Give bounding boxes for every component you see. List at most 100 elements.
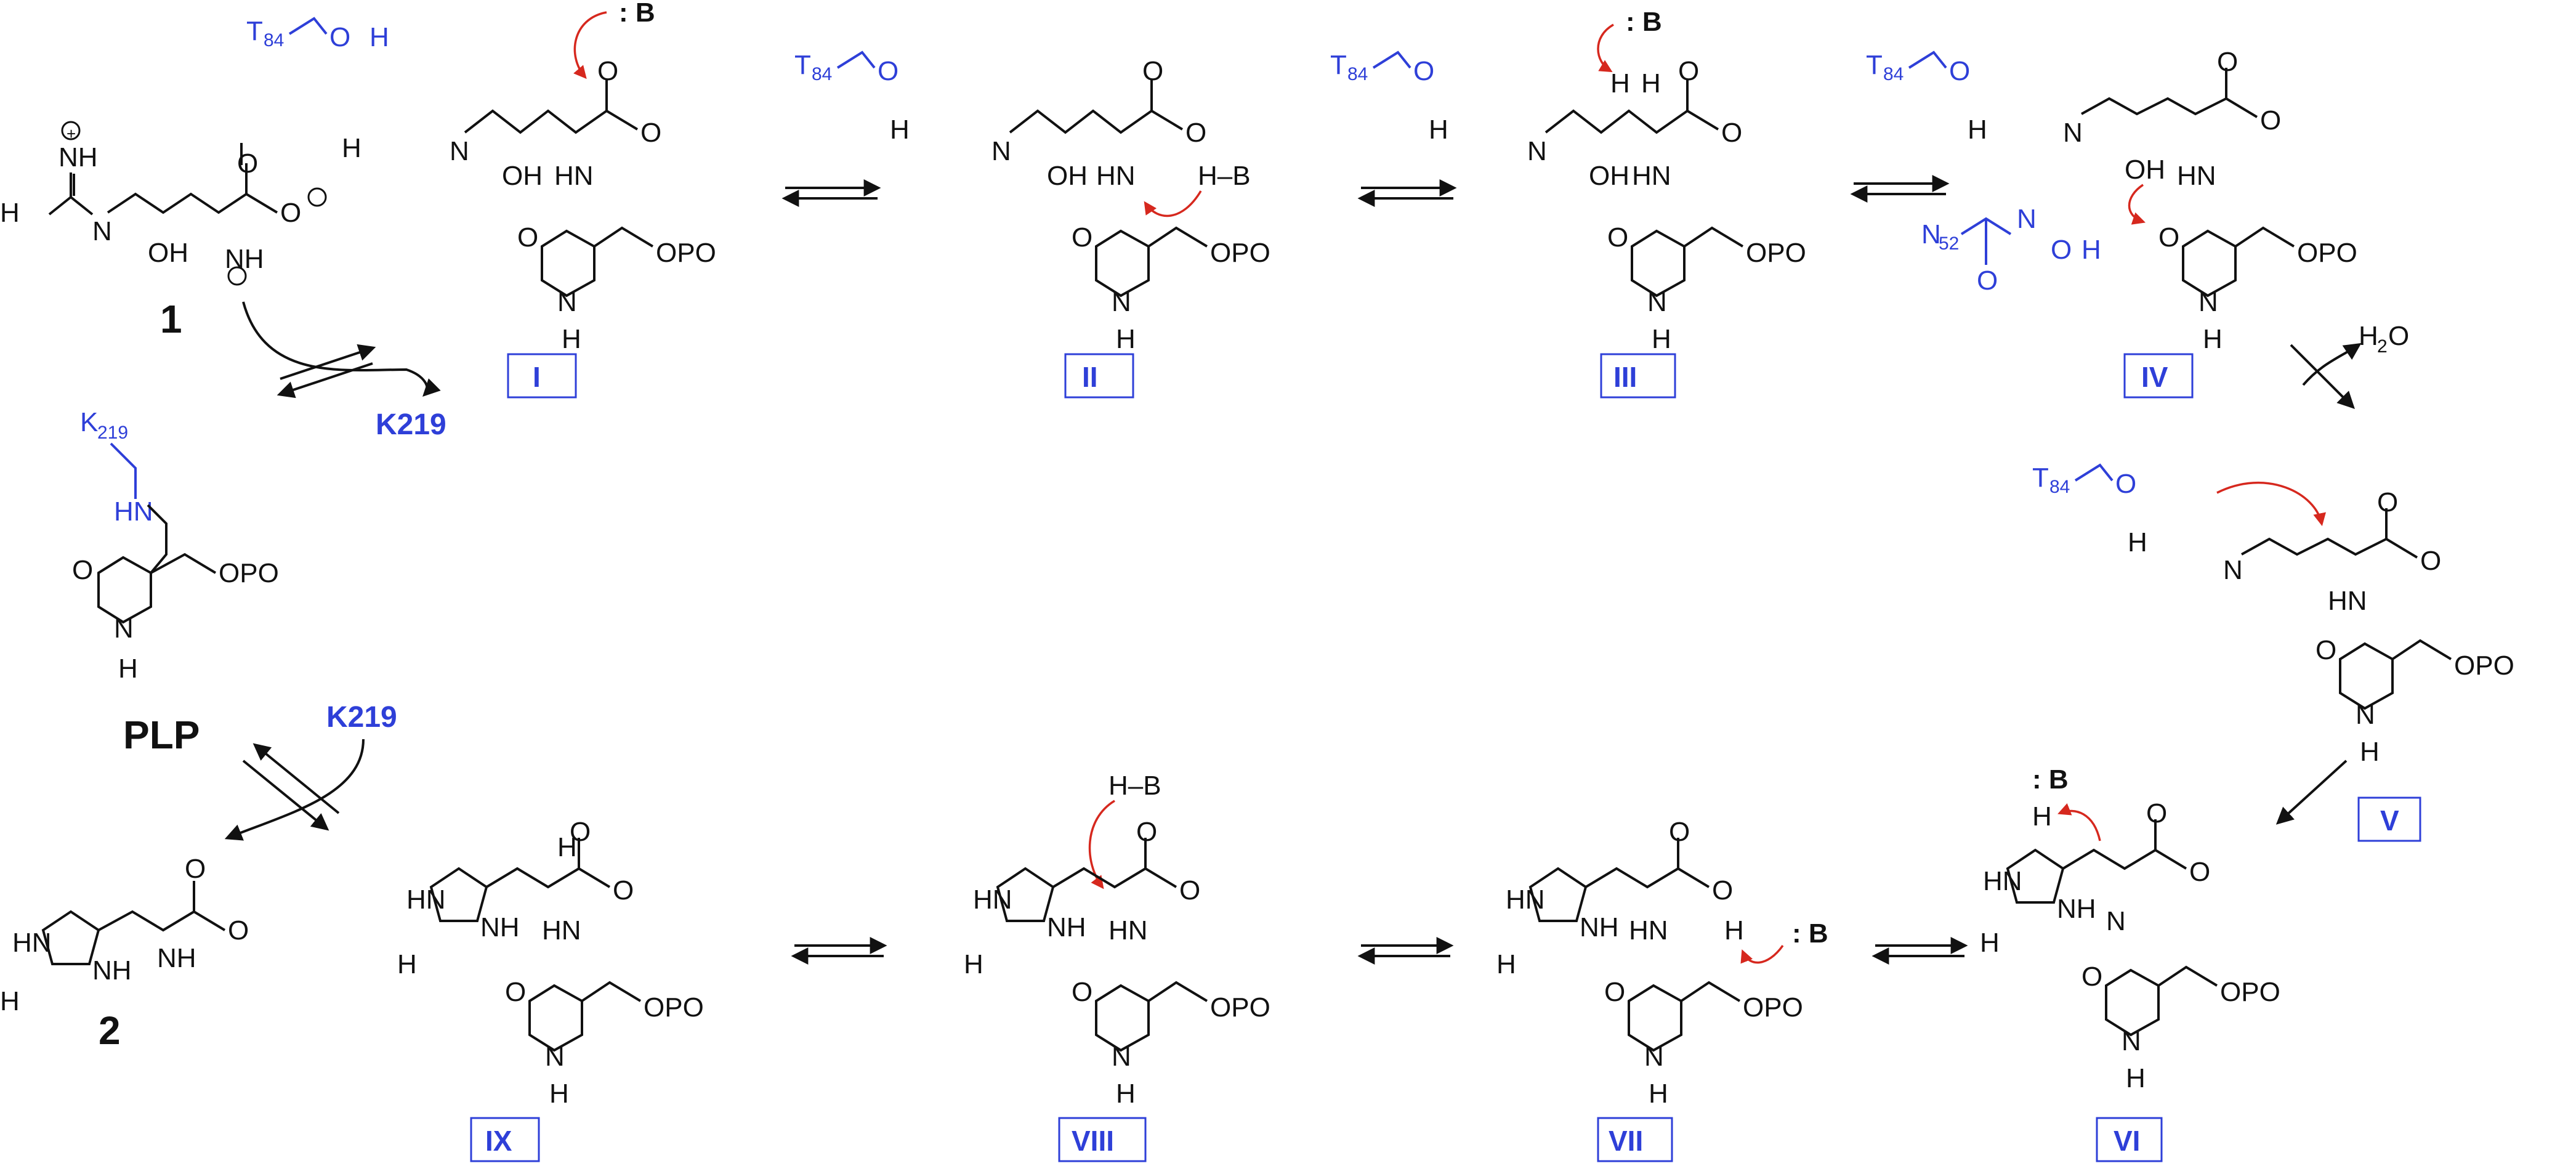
atom-opo3: OPO	[2220, 977, 2280, 1007]
atom-hn: HN	[1506, 885, 1545, 915]
ch2o-link	[1680, 981, 1741, 1002]
imidazolidine-ring	[41, 910, 100, 965]
minus-charge-icon	[307, 187, 327, 207]
atom-h2n: H	[342, 133, 361, 163]
pyridine-ring	[1095, 229, 1150, 298]
asn-n: N	[2017, 204, 2037, 234]
intermediate-label-III: III	[1613, 361, 1637, 393]
chain-bonds	[107, 192, 248, 214]
atom-o-phenolate: O	[72, 555, 93, 585]
ch2o-link	[581, 981, 642, 1002]
atom-hb: H–B	[1198, 161, 1251, 191]
atom-opo3: OPO	[644, 992, 704, 1023]
atom-hn: HN	[542, 915, 581, 946]
atom-n-pyr: N	[2198, 287, 2218, 317]
plus-charge-icon	[61, 121, 81, 140]
imidazolidine-ring	[996, 867, 1055, 922]
ch2o-link	[2391, 639, 2452, 660]
base: : B	[1626, 7, 1662, 37]
atom-opo3: OPO	[1746, 238, 1806, 268]
intermediate-label-I: I	[533, 361, 541, 393]
carboxylate-bonds	[1677, 838, 1710, 888]
atom-n: N	[92, 216, 112, 246]
atom-n-pyr: N	[1112, 1042, 1131, 1072]
atom-o: O	[2217, 47, 2238, 77]
atom-n-pyr: N	[2356, 700, 2375, 730]
water-h: H	[2359, 321, 2378, 351]
lys-label-bottom: K219	[326, 701, 397, 734]
atom-h-pyr: H	[1116, 1079, 1136, 1109]
intermediate-label-VI: VI	[2114, 1125, 2140, 1157]
pyridine-ring	[1095, 984, 1150, 1052]
atom-h: H	[2032, 801, 2052, 832]
atom-hn: HN	[554, 161, 594, 191]
atom-nh: NH	[92, 955, 132, 986]
thr-oh: O	[878, 56, 898, 86]
thr-num: 84	[1883, 64, 1904, 84]
charge-plus: +	[67, 124, 76, 143]
intermediate-label-II: II	[1082, 361, 1098, 393]
chain-bonds	[2062, 848, 2157, 870]
arrow-V-VI	[2275, 760, 2348, 825]
pyridine-ring	[2182, 229, 2237, 298]
atom-o-phenolate: O	[517, 222, 538, 253]
atom-o-minus: O	[1179, 875, 1200, 906]
pyridine-ring	[1628, 984, 1682, 1052]
carboxylate-bonds	[1144, 838, 1177, 888]
label-box-II	[1064, 353, 1134, 399]
chain-bonds	[1585, 867, 1679, 889]
intermediate-VIII: H–B HN NH H O O HN OPO O N H VIII	[964, 771, 1270, 1162]
label-box-VI	[2096, 1117, 2163, 1162]
pyridine-ring	[2105, 968, 2160, 1037]
compound-2: HN NH H O O NH 2	[0, 854, 249, 1053]
atom-o-phenolate: O	[2316, 635, 2336, 665]
atom-n: N	[2223, 555, 2243, 585]
atom-o-phenolate: O	[505, 977, 526, 1007]
atom-o: O	[1678, 56, 1699, 86]
atom-o-minus: O	[1185, 118, 1206, 148]
atom-opo3: OPO	[1743, 992, 1803, 1023]
pyridine-ring	[528, 984, 583, 1052]
atom-hn: HN	[2177, 161, 2216, 191]
imidazolidine-ring	[429, 867, 488, 922]
atom-o: O	[2377, 487, 2398, 517]
intermediate-label-V: V	[2380, 804, 2399, 837]
atom-o-minus: O	[613, 875, 634, 906]
atom-n-pyr: N	[2122, 1026, 2141, 1056]
atom-o: O	[237, 148, 258, 179]
atom-hn: HN	[1096, 161, 1136, 191]
thr-tag: T	[246, 16, 263, 46]
atom-o-minus: O	[2189, 857, 2210, 887]
label-box-V	[2357, 796, 2421, 842]
atom-o-minus: O	[228, 915, 249, 946]
water-h: H	[2081, 235, 2101, 265]
atom-o-minus: O	[2420, 546, 2441, 576]
lys-label-top: K219	[376, 408, 446, 441]
chain-bonds	[2081, 97, 2227, 116]
atom-n: N	[991, 136, 1011, 166]
atom-h-pyr: H	[2360, 737, 2380, 767]
label-box-VIII	[1058, 1117, 1147, 1162]
ch2o-link	[2234, 226, 2295, 248]
atom-o-phenolate: O	[1072, 977, 1092, 1007]
atom-n-pyr: N	[1647, 287, 1667, 317]
lys-tag: K	[80, 407, 98, 437]
imidazolidine-ring	[2006, 848, 2065, 904]
atom-o: O	[570, 817, 591, 847]
ch2o-link	[2157, 965, 2218, 987]
asn-o: O	[1977, 265, 1998, 296]
atom-nh: NH	[2057, 894, 2096, 924]
lys-hn: HN	[114, 496, 153, 527]
thr-tag: T	[1866, 50, 1883, 80]
label-box-I	[507, 353, 577, 399]
carboxylate-bonds	[578, 838, 611, 888]
chain-bonds	[1052, 867, 1147, 889]
compound-label-plp: PLP	[123, 713, 200, 757]
water-o: O	[2388, 321, 2409, 351]
intermediate-label-IX: IX	[485, 1125, 512, 1157]
guanidine-bonds	[48, 172, 94, 216]
compound-label-1: 1	[160, 297, 182, 341]
atom-o-minus: O	[640, 118, 661, 148]
thr-oh: O	[329, 22, 350, 52]
